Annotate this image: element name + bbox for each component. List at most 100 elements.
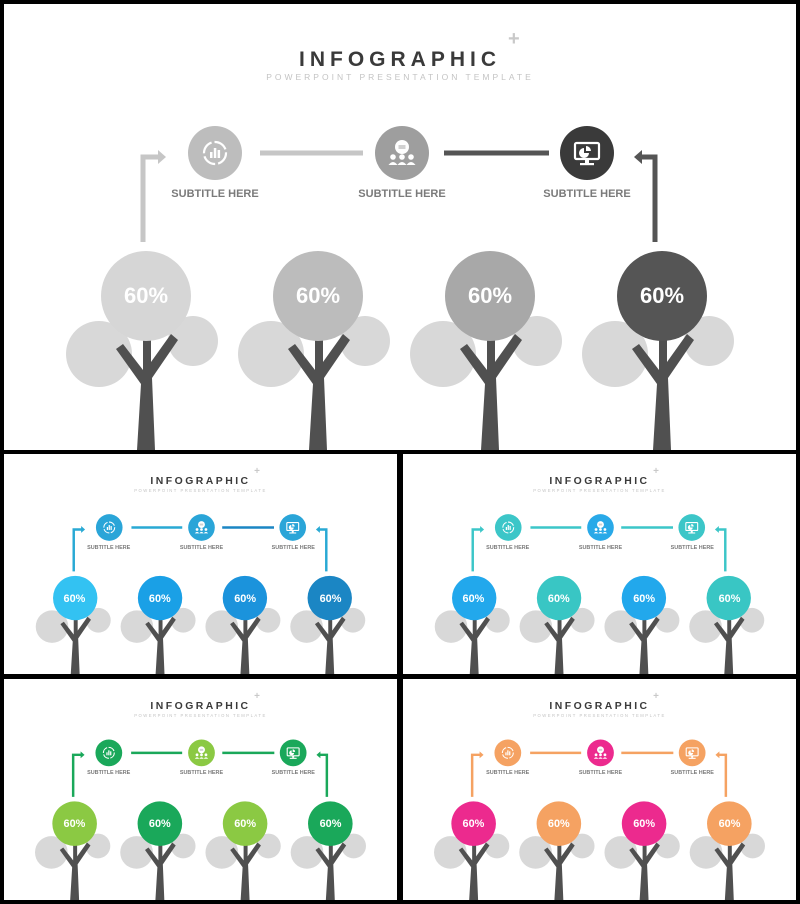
tree — [120, 801, 196, 900]
tree-value: 60% — [547, 817, 570, 830]
connector-right — [716, 528, 727, 572]
foliage-left — [519, 610, 553, 643]
monitor-pie-icon — [286, 747, 300, 759]
foliage-right — [170, 833, 196, 859]
value-circle — [536, 801, 582, 846]
trunk — [629, 611, 660, 674]
monitor-pie-icon — [685, 522, 699, 534]
infographic-graphic — [434, 514, 765, 674]
foliage-right — [340, 607, 366, 633]
value-circle — [307, 575, 352, 621]
value-circle — [137, 575, 183, 621]
tree — [35, 575, 111, 674]
foliage-left — [34, 836, 68, 869]
foliage-left — [604, 836, 638, 869]
slide-title: INFOGRAPHIC — [299, 48, 501, 71]
foliage-right — [255, 607, 281, 633]
foliage-left — [290, 836, 324, 869]
connector-left — [71, 753, 83, 797]
tree-value: 60% — [633, 817, 656, 830]
tree-value: 60% — [123, 283, 169, 308]
slide-title: INFOGRAPHIC — [150, 475, 251, 487]
plus-decoration: + — [653, 690, 659, 702]
tree-value: 60% — [547, 592, 570, 605]
value-circle — [222, 575, 268, 621]
foliage-left — [604, 610, 637, 643]
connector-left — [72, 528, 84, 572]
subtitle-label: SUBTITLE HERE — [670, 545, 714, 552]
subtitle-label: SUBTITLE HERE — [670, 770, 714, 777]
slide-subtitle: POWERPOINT PRESENTATION TEMPLATE — [266, 72, 534, 82]
foliage-right — [168, 316, 218, 366]
connector-right — [317, 528, 328, 572]
trunk — [459, 611, 490, 674]
team-icon — [388, 140, 416, 165]
subtitle-label: SUBTITLE HERE — [179, 545, 224, 552]
plus-decoration: + — [653, 465, 659, 477]
slide-title: INFOGRAPHIC — [549, 475, 650, 487]
tree-value: 60% — [319, 817, 342, 830]
foliage-right — [740, 833, 766, 859]
tree-value: 60% — [148, 592, 171, 605]
subtitle-label: SUBTITLE HERE — [358, 188, 446, 200]
team-icon — [194, 521, 209, 534]
foliage-left — [120, 610, 154, 643]
team-icon — [194, 746, 209, 759]
foliage-right — [684, 316, 734, 366]
arrow-head-right — [315, 526, 320, 533]
trunk — [60, 611, 91, 674]
connector-left — [471, 528, 483, 572]
foliage-left — [433, 836, 467, 869]
foliage-right — [512, 316, 562, 366]
subtitle-label: SUBTITLE HERE — [87, 545, 131, 552]
tree — [689, 575, 765, 674]
foliage-left — [582, 321, 648, 387]
trunk — [315, 837, 347, 900]
foliage-right — [739, 607, 765, 633]
foliage-right — [255, 833, 281, 859]
arrow-head-left — [81, 526, 86, 533]
tree — [34, 801, 111, 900]
tree — [238, 251, 390, 450]
foliage-left — [689, 836, 723, 869]
value-circle — [308, 801, 353, 846]
tree-value: 60% — [462, 817, 485, 830]
trunk — [59, 837, 91, 900]
connector-right — [318, 753, 329, 797]
foliage-left — [238, 321, 304, 387]
trunk — [288, 324, 350, 450]
monitor-pie-icon — [685, 747, 699, 759]
foliage-left — [290, 610, 323, 643]
tree — [582, 251, 734, 450]
connector-left — [470, 753, 482, 797]
tree — [66, 251, 218, 450]
slide-subtitle: POWERPOINT PRESENTATION TEMPLATE — [134, 712, 267, 718]
tree — [434, 575, 510, 674]
trunk — [629, 837, 660, 900]
foliage-left — [205, 836, 239, 869]
tree — [290, 801, 367, 900]
plus-decoration: + — [254, 465, 260, 477]
value-circle — [52, 801, 97, 846]
arrow-head-left — [480, 526, 485, 533]
trunk — [713, 611, 745, 674]
foliage-left — [519, 836, 552, 869]
subtitle-label: SUBTITLE HERE — [171, 188, 259, 200]
tree — [410, 251, 562, 450]
plus-decoration: + — [508, 28, 520, 50]
tree-value: 60% — [63, 817, 86, 830]
value-circle — [621, 801, 667, 846]
slide-subtitle: POWERPOINT PRESENTATION TEMPLATE — [533, 487, 666, 493]
tree — [205, 801, 281, 900]
tree — [519, 801, 595, 900]
subtitle-label: SUBTITLE HERE — [578, 545, 623, 552]
tree-value: 60% — [462, 592, 485, 605]
foliage-right — [569, 607, 595, 633]
tree-value: 60% — [319, 592, 342, 605]
value-circle — [621, 575, 667, 621]
subtitle-label: SUBTITLE HERE — [271, 770, 315, 777]
tree — [205, 575, 281, 674]
chart-cycle-icon — [202, 140, 228, 166]
